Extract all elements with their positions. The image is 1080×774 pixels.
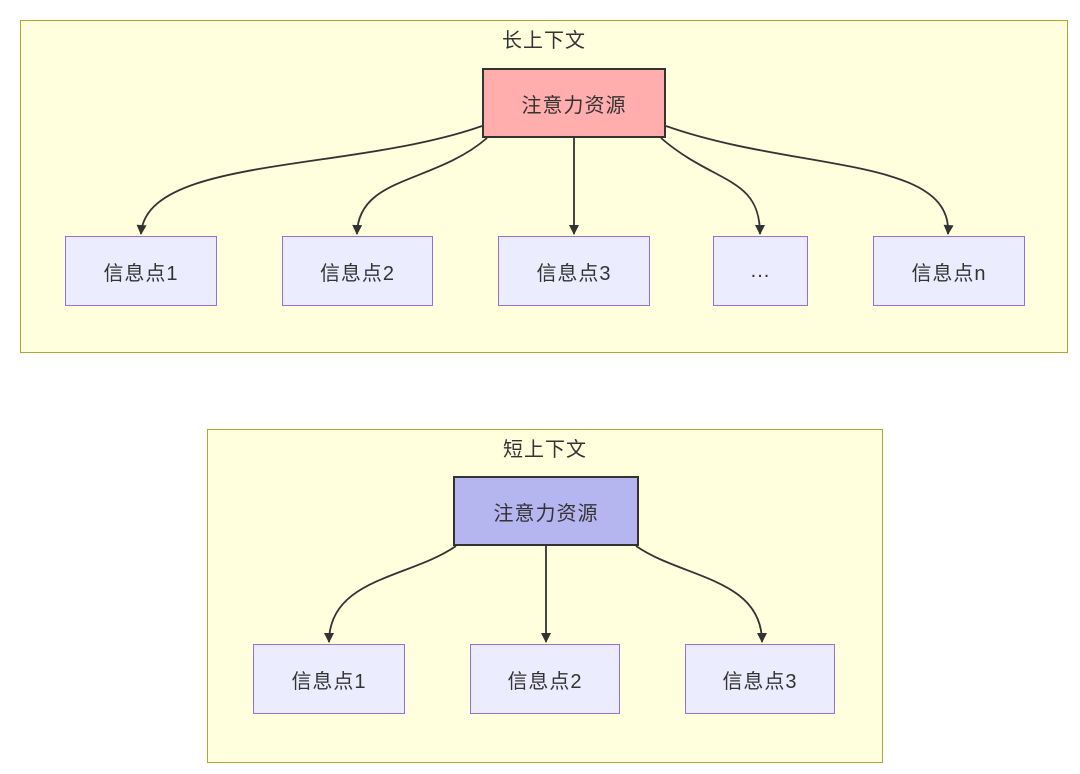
node-short-info-3: 信息点3 xyxy=(685,644,835,714)
node-long-info-2: 信息点2 xyxy=(282,236,433,306)
node-long-info-1: 信息点1 xyxy=(65,236,217,306)
node-label: 信息点1 xyxy=(103,262,179,285)
node-label: 信息点3 xyxy=(722,670,798,693)
node-label: 信息点2 xyxy=(507,670,583,693)
node-label: 信息点n xyxy=(911,262,987,285)
node-label: 信息点3 xyxy=(536,262,612,285)
node-short-attention-resource: 注意力资源 xyxy=(453,476,639,546)
node-long-info-3: 信息点3 xyxy=(498,236,650,306)
node-label: 注意力资源 xyxy=(521,94,627,117)
node-short-info-2: 信息点2 xyxy=(470,644,620,714)
node-long-info-ellipsis: ... xyxy=(713,236,808,306)
node-short-info-1: 信息点1 xyxy=(253,644,405,714)
node-label: 信息点1 xyxy=(291,670,367,693)
node-long-attention-resource: 注意力资源 xyxy=(482,68,666,138)
node-label: 注意力资源 xyxy=(493,502,599,525)
node-label: ... xyxy=(750,259,771,282)
group-long-context-title: 长上下文 xyxy=(502,30,586,52)
group-short-context-title: 短上下文 xyxy=(503,439,587,461)
node-long-info-n: 信息点n xyxy=(873,236,1025,306)
node-label: 信息点2 xyxy=(319,262,396,285)
